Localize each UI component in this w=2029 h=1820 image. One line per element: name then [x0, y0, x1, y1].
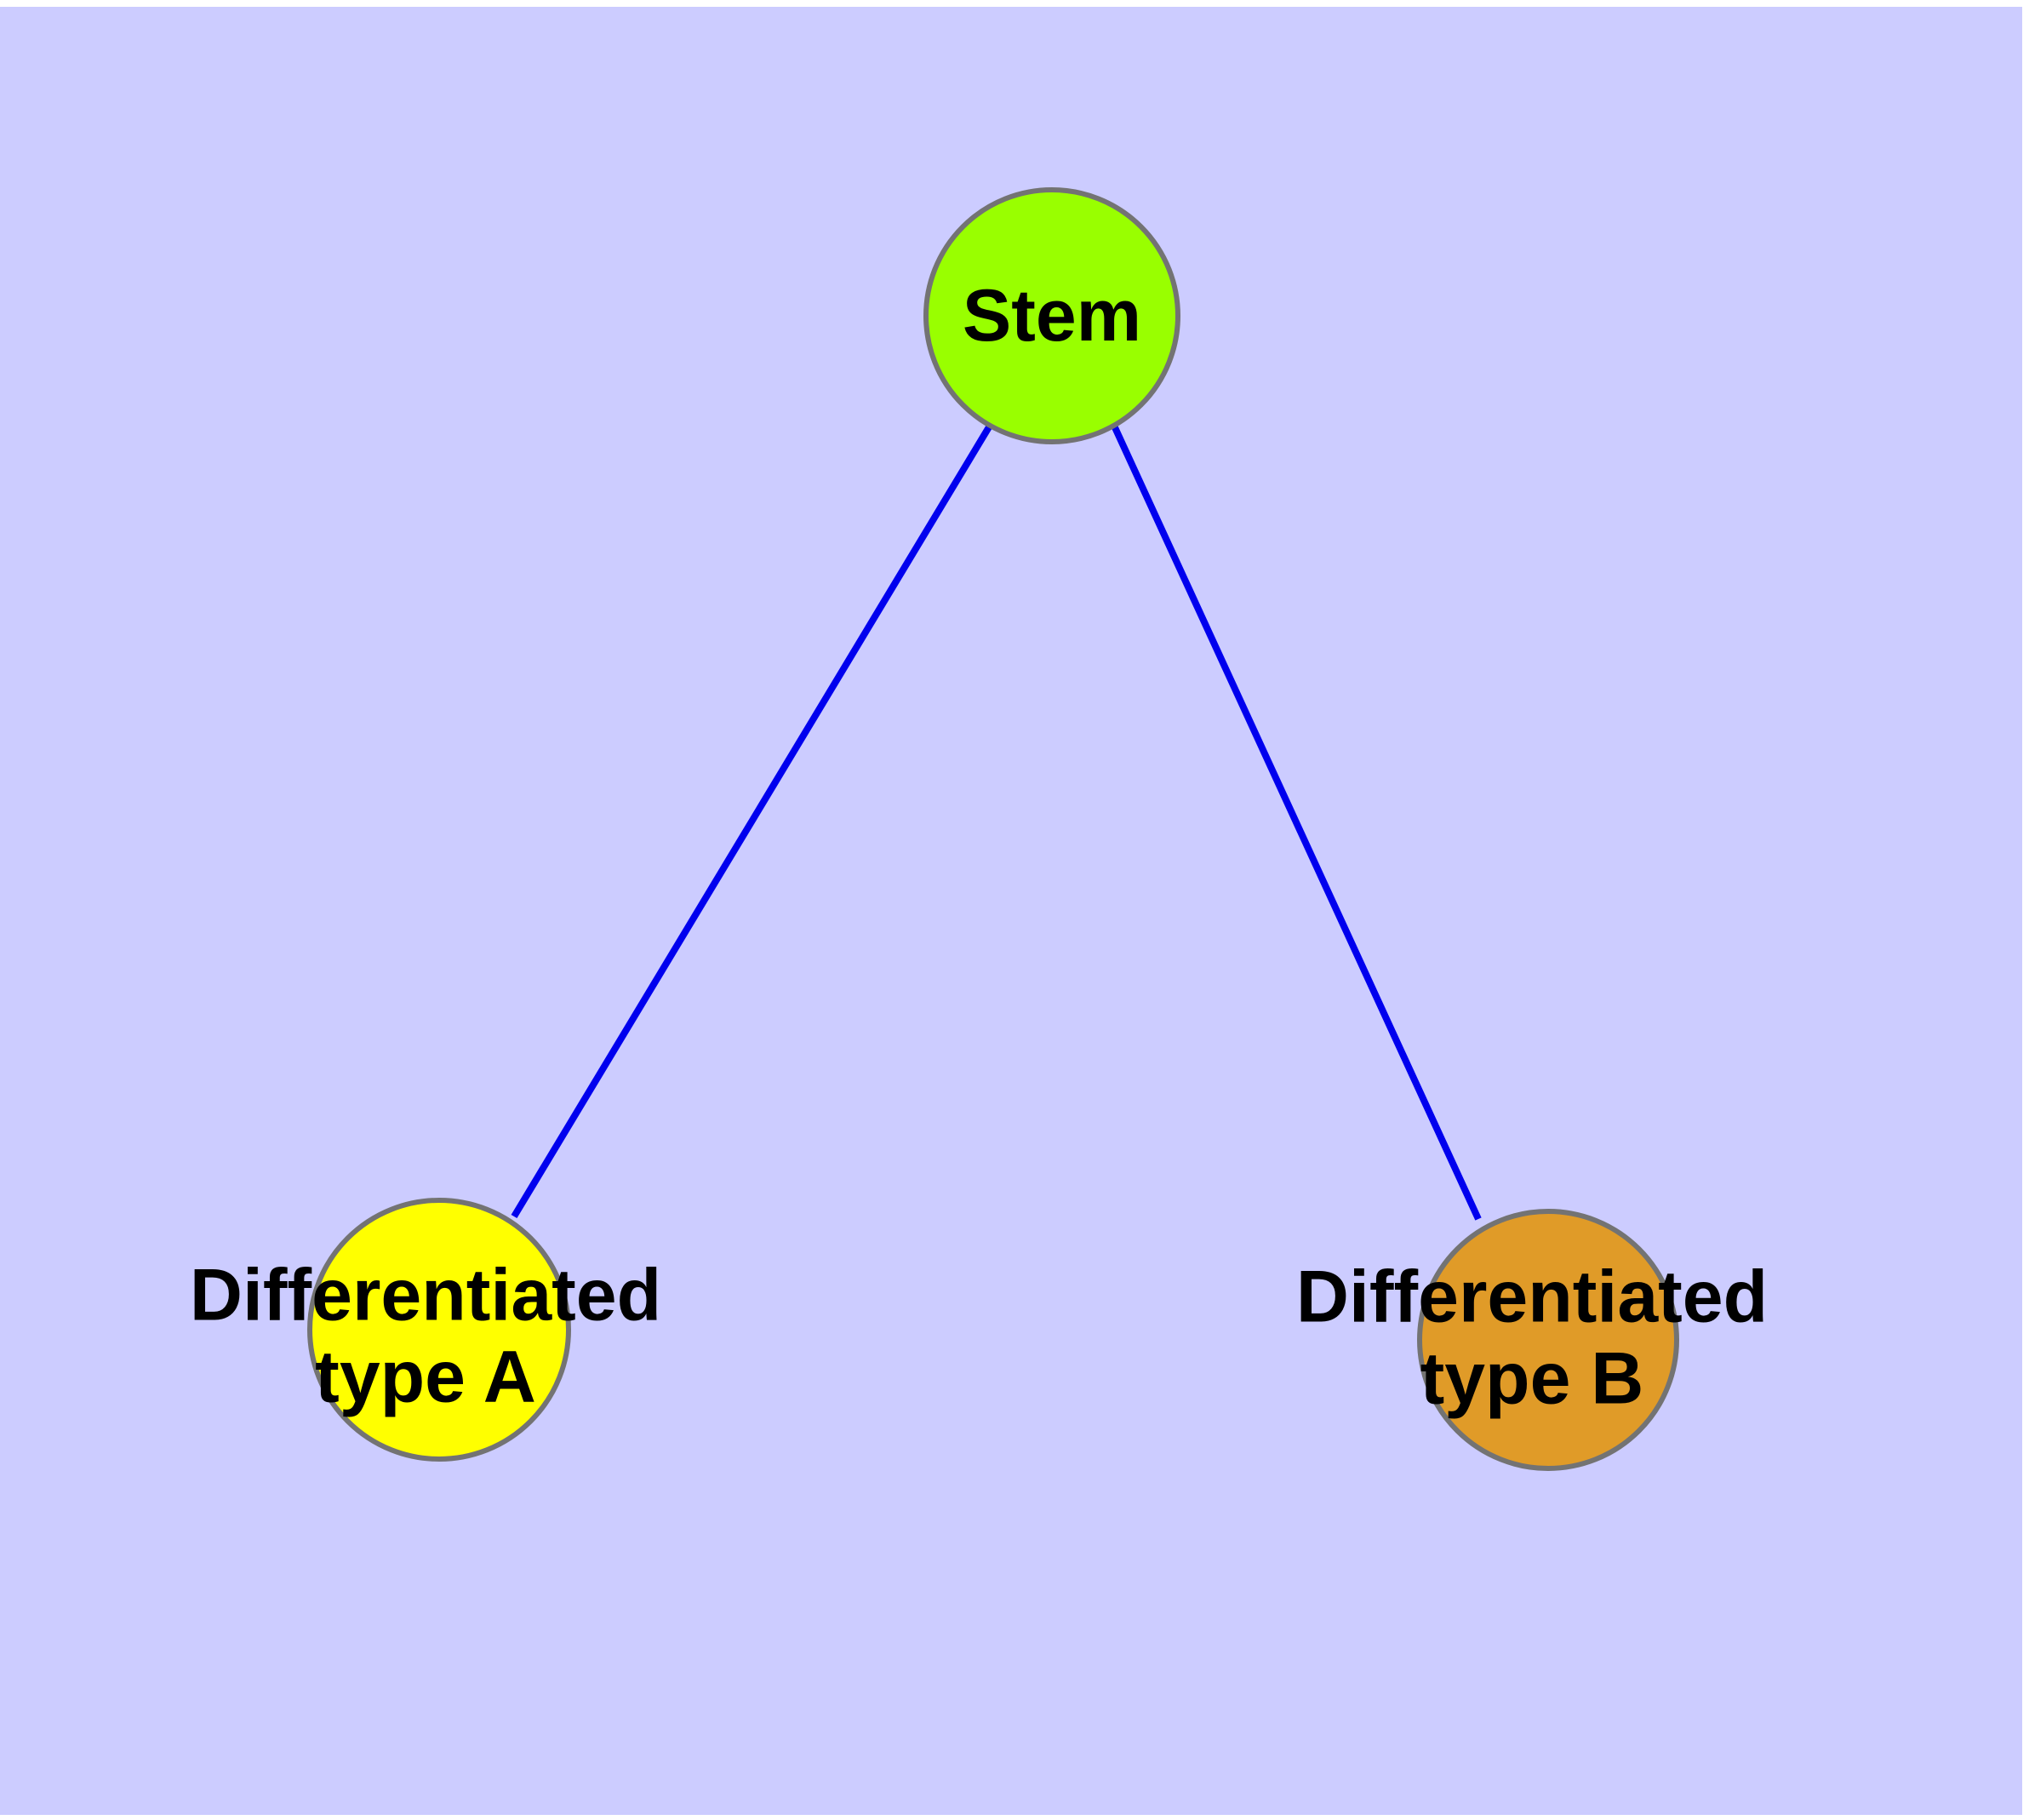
edge-stem-to-diff-a — [511, 423, 993, 1219]
node-differentiated-type-b[interactable] — [1417, 1209, 1679, 1471]
node-stem[interactable] — [923, 187, 1180, 444]
edge-layer — [511, 423, 1482, 1221]
node-differentiated-type-a[interactable] — [307, 1198, 571, 1462]
node-layer — [307, 187, 1679, 1471]
edge-stem-to-diff-b — [1111, 424, 1482, 1221]
